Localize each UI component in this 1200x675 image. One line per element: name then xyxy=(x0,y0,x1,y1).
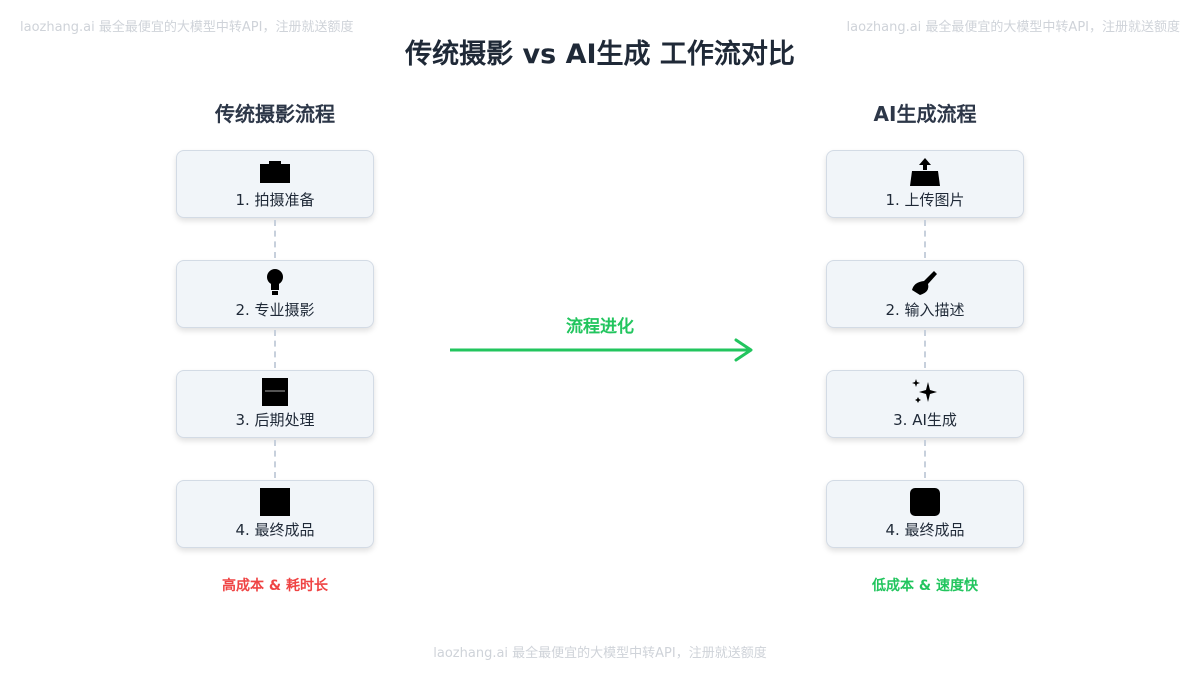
ai-step-1: 1. 上传图片 xyxy=(826,150,1024,218)
camera-icon xyxy=(177,159,373,185)
step-label: 2. 输入描述 xyxy=(885,301,965,319)
ai-connector-1 xyxy=(924,220,926,258)
step-label: 4. 最终成品 xyxy=(885,521,965,539)
ai-connector-3 xyxy=(924,440,926,478)
ai-step-4: 4. 最终成品 xyxy=(826,480,1024,548)
sparkles-icon xyxy=(827,379,1023,405)
writing-hand-icon xyxy=(827,269,1023,295)
traditional-step-2: 2. 专业摄影 xyxy=(176,260,374,328)
step-label: 1. 上传图片 xyxy=(885,191,965,209)
traditional-connector-3 xyxy=(274,440,276,478)
ai-step-2: 2. 输入描述 xyxy=(826,260,1024,328)
image-icon xyxy=(177,488,373,516)
ai-column-title: AI生成流程 xyxy=(873,102,977,126)
step-label: 1. 拍摄准备 xyxy=(235,191,315,209)
step-label: 2. 专业摄影 xyxy=(235,301,315,319)
traditional-step-3: 3. 后期处理 xyxy=(176,370,374,438)
traditional-step-1: 1. 拍摄准备 xyxy=(176,150,374,218)
upload-icon xyxy=(827,158,1023,186)
watermark-bottom: laozhang.ai 最全最便宜的大模型中转API，注册就送额度 xyxy=(433,646,767,661)
lightbulb-icon xyxy=(177,269,373,295)
ai-step-3: 3. AI生成 xyxy=(826,370,1024,438)
watermark-top-right: laozhang.ai 最全最便宜的大模型中转API，注册就送额度 xyxy=(846,20,1180,35)
traditional-step-4: 4. 最终成品 xyxy=(176,480,374,548)
editing-icon xyxy=(177,378,373,406)
ai-connector-2 xyxy=(924,330,926,368)
ai-note: 低成本 & 速度快 xyxy=(872,578,978,594)
arrow-label: 流程进化 xyxy=(566,317,634,337)
traditional-column-title: 传统摄影流程 xyxy=(215,102,335,126)
step-label: 4. 最终成品 xyxy=(235,521,315,539)
evolution-arrow xyxy=(450,338,753,362)
traditional-note: 高成本 & 耗时长 xyxy=(222,578,328,594)
page-title: 传统摄影 vs AI生成 工作流对比 xyxy=(405,39,795,70)
step-label: 3. AI生成 xyxy=(893,411,957,429)
watermark-top-left: laozhang.ai 最全最便宜的大模型中转API，注册就送额度 xyxy=(20,20,354,35)
step-label: 3. 后期处理 xyxy=(235,411,315,429)
image-icon xyxy=(827,488,1023,516)
traditional-connector-1 xyxy=(274,220,276,258)
traditional-connector-2 xyxy=(274,330,276,368)
